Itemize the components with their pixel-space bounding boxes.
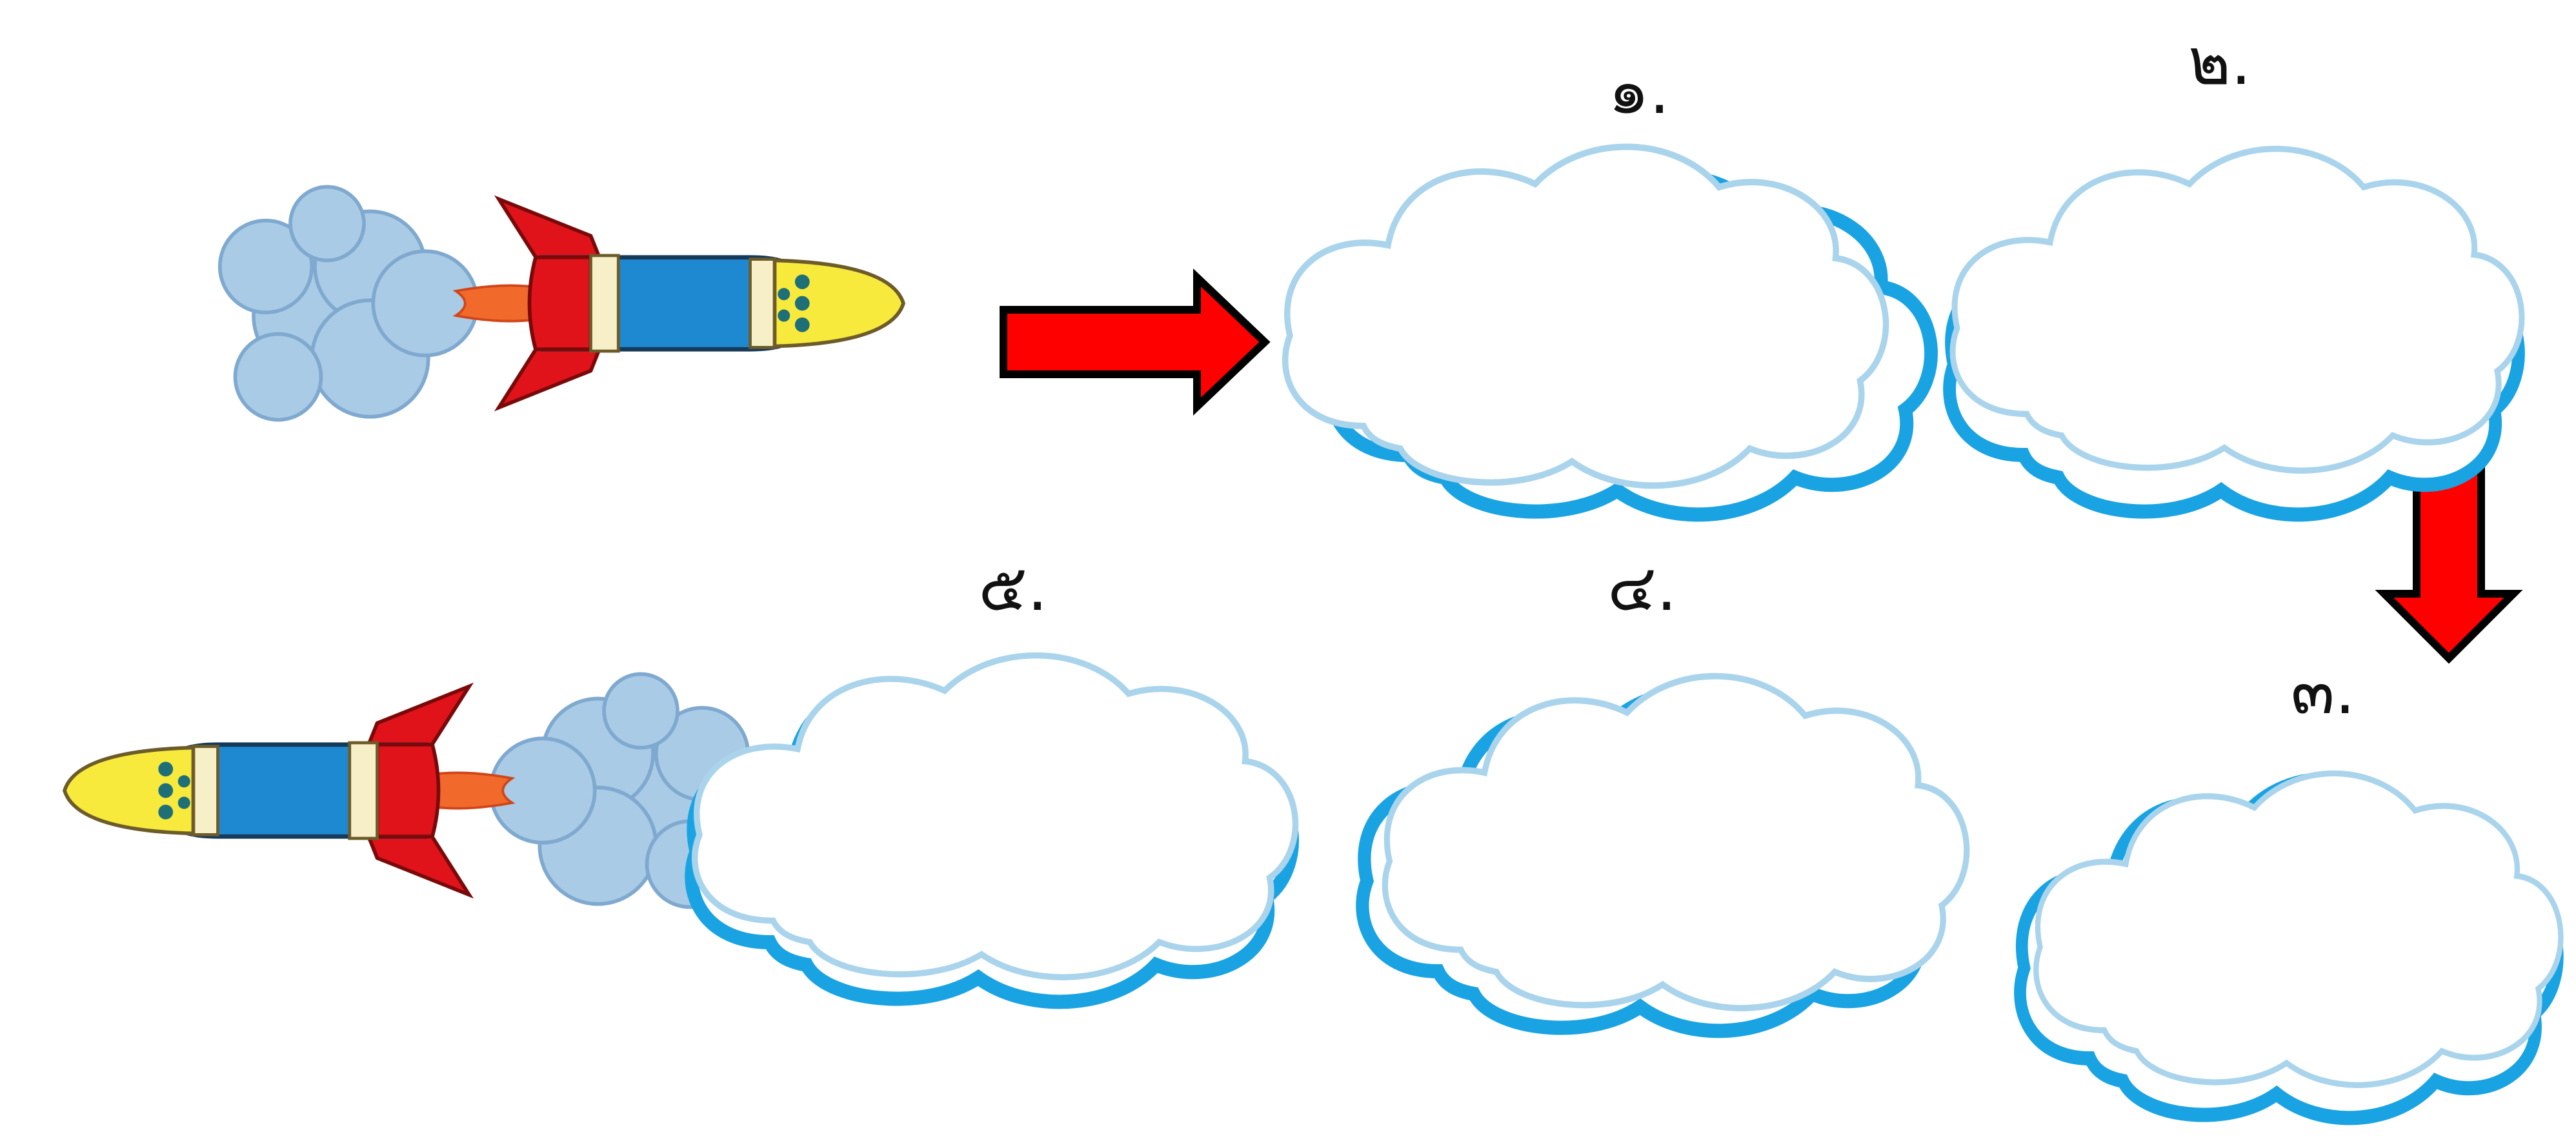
- step-1-cloud: ๑.: [1285, 53, 1931, 514]
- step-2-label: ๒.: [2188, 24, 2251, 99]
- step-5-cloud: ๕.: [692, 550, 1296, 1002]
- step-2-cloud: ๒.: [1949, 24, 2522, 514]
- step-4-label: ๔.: [1607, 550, 1676, 625]
- step-4-cloud: ๔.: [1362, 550, 1966, 1031]
- rocket-icon-top: [220, 187, 903, 420]
- step-3-cloud: ๓.: [2020, 653, 2561, 1118]
- arrow-right-icon: [1000, 268, 1271, 416]
- step-1-label: ๑.: [1608, 53, 1669, 128]
- step-3-label: ๓.: [2291, 653, 2355, 729]
- rocket-icon-bottom: [65, 674, 748, 907]
- step-5-label: ๕.: [978, 550, 1047, 625]
- arrow-down-icon: [2375, 464, 2523, 664]
